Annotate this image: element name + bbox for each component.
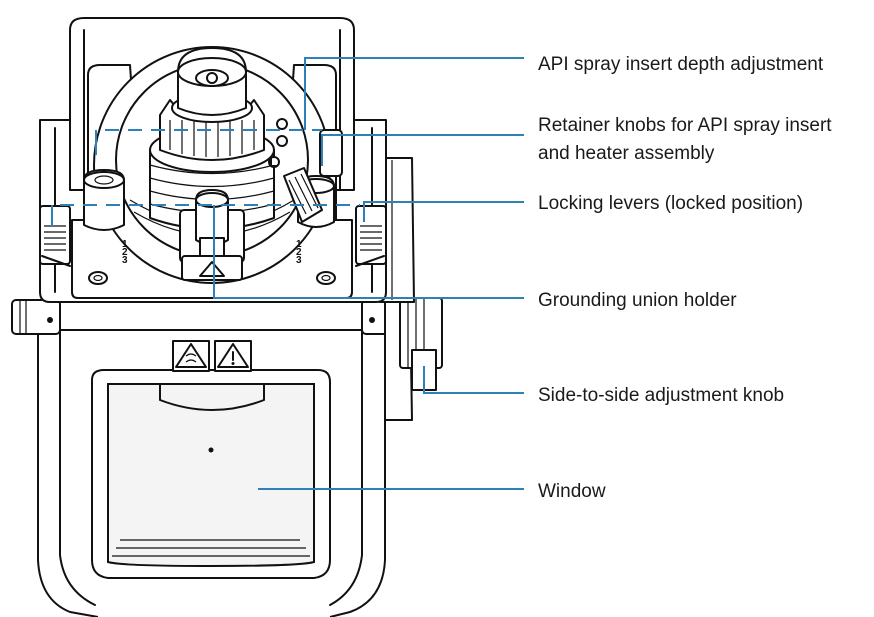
callout-depth-adjustment: API spray insert depth adjustment xyxy=(538,54,824,75)
gauge-right-mark-3: 3 xyxy=(296,255,302,266)
callout-window: Window xyxy=(538,481,606,502)
gauge-left: 1 2 3 xyxy=(122,239,128,266)
lower-housing-inner xyxy=(59,309,363,606)
callout-grounding-union-holder-line-1: Grounding union holder xyxy=(538,290,737,311)
gauge-right-mark-1: 1 xyxy=(296,239,302,250)
callout-retainer-knobs-line-1: Retainer knobs for API spray insert xyxy=(538,115,832,136)
callout-locking-levers: Locking levers (locked position) xyxy=(538,193,803,214)
leader-retainer-knobs xyxy=(321,134,524,166)
left-locking-lever xyxy=(39,205,71,267)
callout-retainer-knobs: Retainer knobs for API spray insert and … xyxy=(538,115,837,164)
grounding-union-holder-part xyxy=(179,189,245,281)
callout-depth-adjustment-line-1: API spray insert depth adjustment xyxy=(538,54,824,75)
left-latch xyxy=(11,299,61,335)
leader-locking-levers xyxy=(363,201,524,222)
right-retainer-knob xyxy=(283,167,335,228)
gauge-left-mark-2: 2 xyxy=(122,247,128,258)
leader-lines xyxy=(51,57,524,490)
gauge-right-mark-2: 2 xyxy=(296,247,302,258)
callout-window-line-1: Window xyxy=(538,481,606,502)
callout-grounding-union-holder: Grounding union holder xyxy=(538,290,737,311)
callout-locking-levers-line-1: Locking levers (locked position) xyxy=(538,193,803,214)
window-pane xyxy=(107,383,315,568)
callout-side-adjustment-knob-line-1: Side-to-side adjustment knob xyxy=(538,385,784,406)
gauge-left-mark-1: 1 xyxy=(122,239,128,250)
callout-side-adjustment-knob: Side-to-side adjustment knob xyxy=(538,385,784,406)
left-retainer-knob xyxy=(83,169,125,231)
leader-depth-adjustment xyxy=(304,57,524,130)
gauge-left-mark-3: 3 xyxy=(122,255,128,266)
right-locking-lever xyxy=(355,205,387,267)
leader-grounding-union-holder xyxy=(213,205,524,299)
device-illustration: 1 2 3 1 2 3 xyxy=(11,17,443,617)
callout-retainer-knobs-line-2: and heater assembly xyxy=(538,143,715,164)
callout-labels: API spray insert depth adjustment Retain… xyxy=(538,54,837,502)
gauge-right: 1 2 3 xyxy=(296,239,302,266)
leader-side-adjustment-knob xyxy=(423,366,524,394)
